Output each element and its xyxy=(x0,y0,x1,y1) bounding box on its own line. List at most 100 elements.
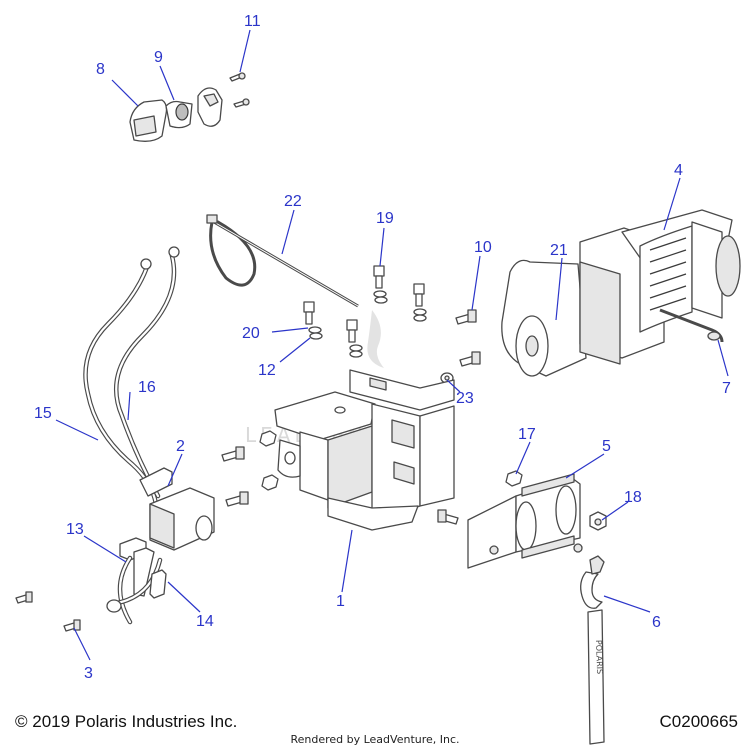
contactor-face xyxy=(149,503,175,549)
bolt-upper-head xyxy=(413,283,425,295)
cable-16-inner xyxy=(115,254,176,498)
leader-12 xyxy=(279,337,311,363)
winch-end-cap xyxy=(715,235,741,297)
callout-labels: 1 2 3 4 5 6 7 8 9 10 11 12 13 14 15 16 1… xyxy=(34,13,731,682)
washer-20 xyxy=(308,326,322,334)
washer-12 xyxy=(309,332,323,340)
cable-tie-22 xyxy=(206,214,359,308)
leader-9 xyxy=(159,65,175,101)
callout-5: 5 xyxy=(602,438,611,455)
fasteners-upper xyxy=(303,265,481,384)
bracket-right-face xyxy=(419,405,455,507)
bolt-19-shank xyxy=(375,275,383,289)
winch-assembly xyxy=(501,209,741,377)
bracket-slot-lower xyxy=(393,461,415,485)
bolt-17 xyxy=(505,470,523,487)
callout-1: 1 xyxy=(336,593,345,610)
screw-11-lower-head xyxy=(242,98,250,106)
bracket-left-flange xyxy=(274,391,376,441)
washer-mid-b xyxy=(349,350,363,358)
callout-2: 2 xyxy=(176,438,185,455)
winch-drum-4 xyxy=(639,225,693,333)
callout-9: 9 xyxy=(154,49,163,66)
cable-tie-loop xyxy=(209,220,257,287)
callout-21: 21 xyxy=(550,242,568,259)
ring-terminal-14 xyxy=(106,599,122,613)
washer-upper xyxy=(413,308,427,316)
washer-23-hole xyxy=(444,375,450,381)
callout-10: 10 xyxy=(474,239,492,256)
winch-mount-bracket-1 xyxy=(274,369,455,531)
ring-terminal-15 xyxy=(140,258,152,270)
washer-19b xyxy=(374,296,388,304)
callout-20: 20 xyxy=(242,325,260,342)
bolt-left-1-head xyxy=(235,446,245,460)
cable-tie-head xyxy=(206,214,218,224)
bracket-slot-upper xyxy=(391,419,415,449)
callout-18: 18 xyxy=(624,489,642,506)
leader-lines xyxy=(55,29,729,661)
bolt-left-2-head xyxy=(239,491,249,505)
callout-14: 14 xyxy=(196,613,214,630)
switch-clamp-face xyxy=(203,93,219,107)
roller-fairlead-5 xyxy=(467,473,583,569)
callout-16: 16 xyxy=(138,379,156,396)
strap-label: POLARIS xyxy=(594,640,604,675)
washer-upper-b xyxy=(413,314,427,322)
switch-housing-face xyxy=(133,115,157,137)
leader-14 xyxy=(167,581,201,613)
winch-end-plate xyxy=(691,221,723,319)
winch-housing-face xyxy=(579,261,621,365)
leader-15 xyxy=(55,419,99,441)
leader-10 xyxy=(471,255,481,311)
bolt-20-head xyxy=(303,301,315,313)
bolt-20-shank xyxy=(305,311,313,325)
lead-13 xyxy=(133,547,155,597)
callout-17: 17 xyxy=(518,426,536,443)
copyright-notice: © 2019 Polaris Industries Inc. xyxy=(15,712,238,731)
callout-3: 3 xyxy=(84,665,93,682)
leader-7 xyxy=(717,339,729,377)
leader-21 xyxy=(555,257,563,321)
bracket-top-slot xyxy=(369,377,387,391)
screw-11-head xyxy=(238,72,246,80)
bolt-10-head xyxy=(467,309,477,323)
strap xyxy=(587,609,605,745)
hook-latch xyxy=(589,555,605,575)
fairlead-roller-top xyxy=(521,473,575,497)
washer-mid xyxy=(349,344,363,352)
fairlead-bolt-hole-right xyxy=(573,543,583,553)
drawing-code: C0200665 xyxy=(659,712,738,731)
watermark-flame-icon xyxy=(367,310,384,368)
nut-1 xyxy=(259,430,277,447)
switch-rocker xyxy=(175,103,189,121)
bolt-mid-head xyxy=(346,319,358,331)
washer-19 xyxy=(373,290,387,298)
bolt-23-head xyxy=(471,351,481,365)
hook-strap-6: POLARIS xyxy=(580,555,605,745)
boot-14 xyxy=(149,569,167,599)
bracket-hole xyxy=(334,406,346,414)
bolt-fairlead-head xyxy=(437,509,447,523)
leader-1 xyxy=(341,529,353,593)
cable-13-inner xyxy=(119,556,132,624)
bolt-19-head xyxy=(373,265,385,277)
callout-6: 6 xyxy=(652,614,661,631)
bracket-bottom xyxy=(327,497,419,531)
fairlead-bolt-hole xyxy=(489,545,499,555)
leader-13 xyxy=(83,535,127,563)
bracket-left-wall xyxy=(299,431,329,501)
bolt-mid-shank xyxy=(348,329,356,343)
winch-wire-terminal xyxy=(707,331,721,341)
leader-18 xyxy=(601,501,629,521)
fairlead-roller-left xyxy=(515,501,537,551)
leader-11 xyxy=(239,29,251,73)
callout-13: 13 xyxy=(66,521,84,538)
cable-tie-tail-inner xyxy=(213,221,359,307)
winch-cable-wraps xyxy=(649,237,687,311)
bolt-far-left-head xyxy=(25,591,33,603)
leader-4 xyxy=(663,177,681,231)
callout-15: 15 xyxy=(34,405,52,422)
